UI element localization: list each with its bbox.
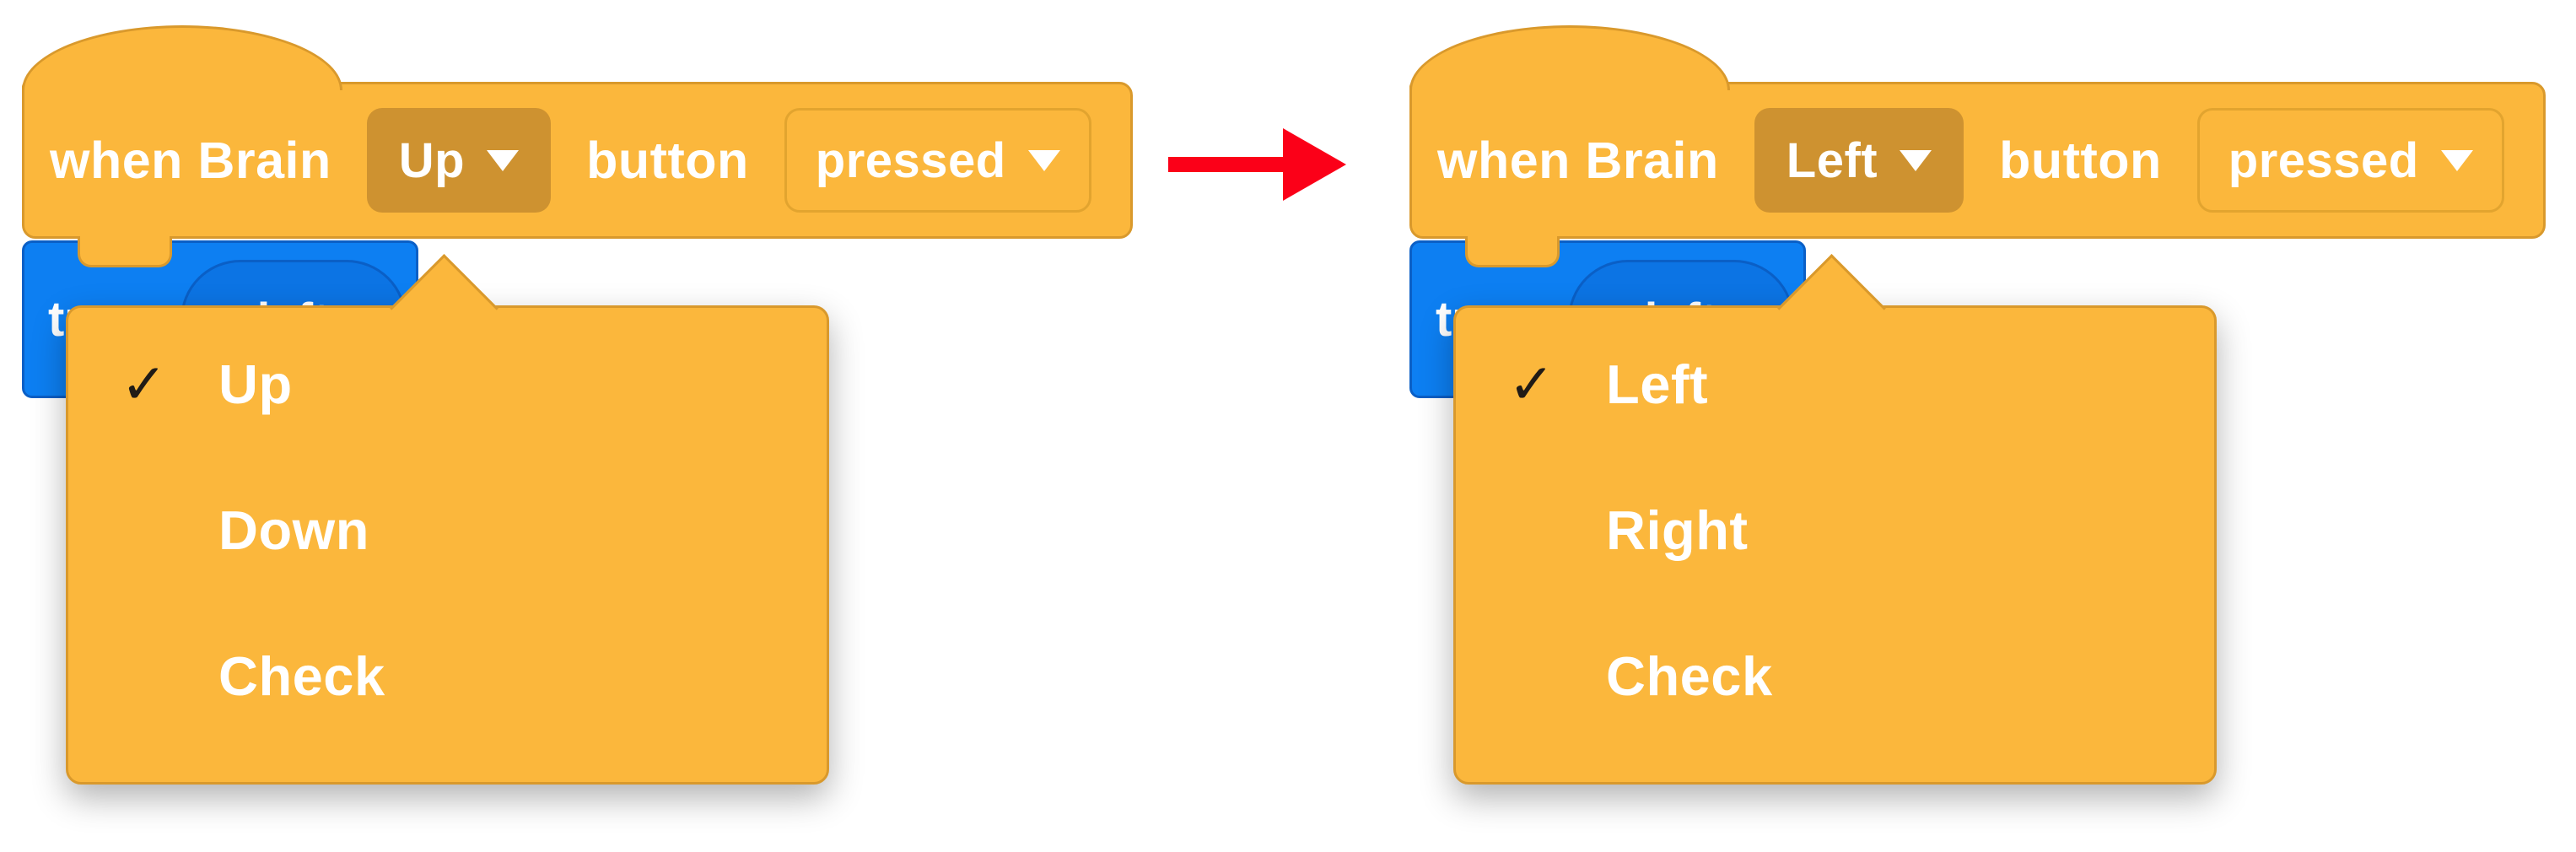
button-state-dropdown[interactable]: pressed	[2196, 108, 2504, 213]
when-brain-label: when Brain	[1437, 132, 1719, 189]
button-state-value: pressed	[2228, 132, 2419, 188]
button-label: button	[1999, 132, 2162, 189]
arrow-head-shape	[1283, 128, 1346, 201]
button-state-value: pressed	[815, 132, 1006, 188]
menu-item-label: Check	[1606, 645, 1773, 707]
arrow-shaft-shape	[1168, 157, 1286, 172]
brain-button-value: Up	[398, 132, 466, 188]
brain-button-dropdown-menu: ✓ Up Down Check	[66, 254, 829, 785]
menu-item-label: Right	[1606, 499, 1749, 561]
menu-item-down[interactable]: Down	[68, 457, 827, 603]
hat-bottom-tab-shape	[1465, 236, 1560, 267]
menu-item-label: Up	[218, 353, 293, 415]
brain-button-dropdown-menu: ✓ Left Right Check	[1453, 254, 2217, 785]
menu-item-left[interactable]: ✓ Left	[1456, 311, 2214, 457]
dropdown-caret-icon	[1900, 149, 1932, 171]
when-brain-label: when Brain	[50, 132, 331, 189]
menu-item-label: Down	[218, 499, 369, 561]
change-arrow-icon	[1168, 128, 1347, 201]
menu-item-right[interactable]: Right	[1456, 457, 2214, 603]
button-state-dropdown[interactable]: pressed	[784, 108, 1091, 213]
dropdown-caret-icon	[487, 149, 520, 171]
brain-button-dropdown[interactable]: Up	[366, 108, 552, 213]
checkmark-icon: ✓	[121, 353, 168, 415]
hat-bump-shape	[22, 25, 342, 90]
panel-after: when Brain Left button pressed turn left…	[1409, 0, 2576, 852]
brain-button-dropdown[interactable]: Left	[1754, 108, 1964, 213]
menu-item-check[interactable]: Check	[1456, 603, 2214, 749]
menu-item-label: Left	[1606, 353, 1709, 415]
checkmark-icon: ✓	[1508, 353, 1555, 415]
dropdown-caret-icon	[1027, 149, 1060, 171]
when-brain-button-hat-block[interactable]: when Brain Left button pressed	[1409, 82, 2546, 239]
button-label: button	[586, 132, 749, 189]
menu-item-label: Check	[218, 645, 385, 707]
dropdown-caret-icon	[2440, 149, 2473, 171]
panel-before: when Brain Up button pressed turn left ✓…	[22, 0, 1203, 852]
menu-item-check[interactable]: Check	[68, 603, 827, 749]
hat-bump-shape	[1409, 25, 1730, 90]
brain-button-value: Left	[1786, 132, 1878, 188]
when-brain-button-hat-block[interactable]: when Brain Up button pressed	[22, 82, 1133, 239]
menu-item-up[interactable]: ✓ Up	[68, 311, 827, 457]
hat-bottom-tab-shape	[78, 236, 172, 267]
